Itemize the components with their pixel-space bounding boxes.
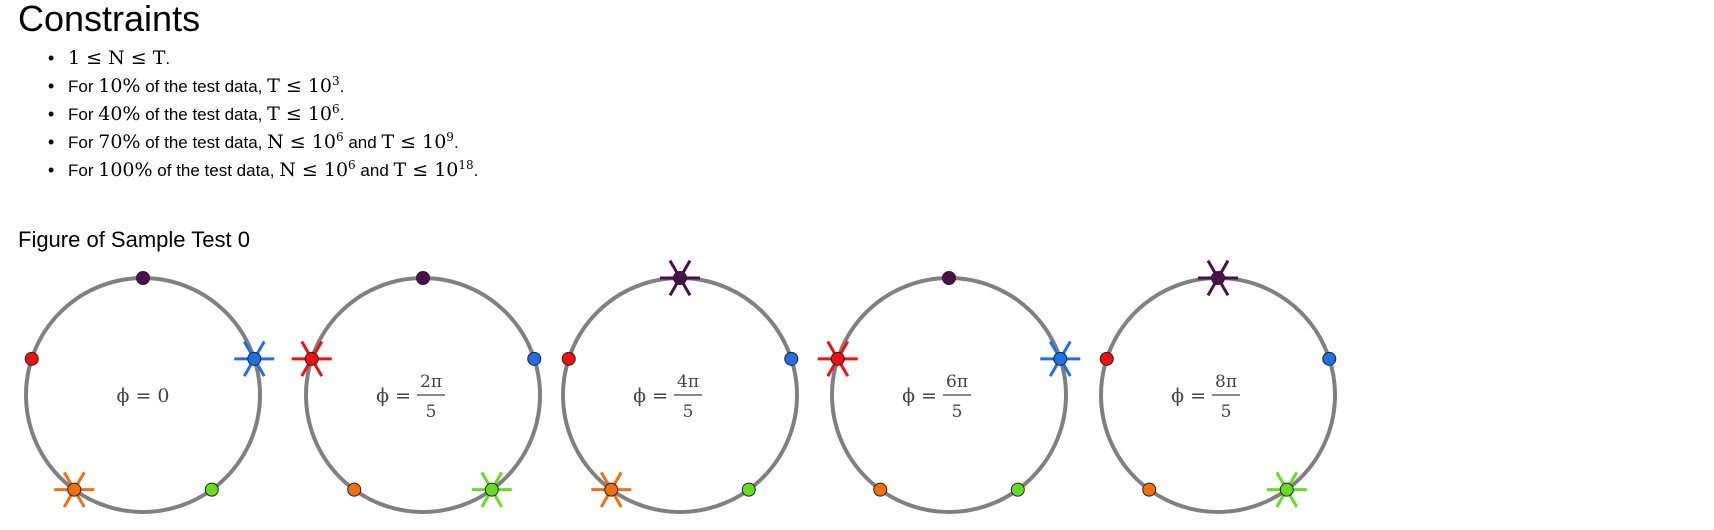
- constraint-item: For 40% of the test data, T ≤ 106.: [48, 100, 478, 128]
- math-expression: 1 ≤ N ≤ T: [68, 47, 166, 69]
- point-orange: [347, 482, 362, 497]
- point-blue: [1322, 351, 1337, 366]
- point-red: [561, 351, 576, 366]
- point-green: [741, 482, 756, 497]
- phi-numerator: 2π: [420, 372, 442, 392]
- point-red: [24, 351, 39, 366]
- constraint-item: 1 ≤ N ≤ T.: [48, 44, 478, 72]
- phi-label: ϕ =: [902, 385, 937, 407]
- point-green: [204, 482, 219, 497]
- math-expression: T ≤ 106: [267, 102, 340, 125]
- math-expression: T ≤ 109: [381, 130, 454, 153]
- phi-label: ϕ = 0: [116, 385, 169, 407]
- math-expression: N ≤ 106: [279, 158, 356, 181]
- point-orange: [67, 482, 82, 497]
- phi-label: ϕ =: [376, 385, 411, 407]
- constraints-list: 1 ≤ N ≤ T. For 10% of the test data, T ≤…: [48, 44, 478, 184]
- point-blue: [527, 351, 542, 366]
- constraint-item: For 100% of the test data, N ≤ 106 and T…: [48, 156, 478, 184]
- point-orange: [873, 482, 888, 497]
- point-purple: [942, 271, 956, 285]
- phi-denominator: 5: [1221, 402, 1232, 422]
- point-purple: [416, 271, 430, 285]
- constraint-item: For 70% of the test data, N ≤ 106 and T …: [48, 128, 478, 156]
- phi-denominator: 5: [683, 402, 694, 422]
- phi-denominator: 5: [952, 402, 963, 422]
- point-blue: [247, 351, 262, 366]
- point-green: [1010, 482, 1025, 497]
- point-green: [1279, 482, 1294, 497]
- point-blue: [784, 351, 799, 366]
- phi-numerator: 6π: [946, 372, 968, 392]
- point-orange: [1142, 482, 1157, 497]
- phi-denominator: 5: [426, 402, 437, 422]
- point-red: [304, 351, 319, 366]
- point-purple: [136, 271, 150, 285]
- point-green: [484, 482, 499, 497]
- phi-numerator: 4π: [677, 372, 699, 392]
- phi-label: ϕ =: [633, 385, 668, 407]
- circle-panel: ϕ = 4π 5: [561, 259, 799, 514]
- point-orange: [604, 482, 619, 497]
- math-expression: T ≤ 1018: [393, 158, 474, 181]
- percentage: 70%: [98, 131, 141, 153]
- percentage: 10%: [98, 75, 141, 97]
- math-expression: T ≤ 103: [267, 74, 340, 97]
- circle-panel: ϕ = 2π 5: [291, 271, 542, 514]
- phi-label: ϕ =: [1171, 385, 1206, 407]
- circle-panel: ϕ = 8π 5: [1099, 259, 1337, 514]
- percentage: 100%: [98, 159, 153, 181]
- point-red: [1099, 351, 1114, 366]
- circle-panel: ϕ = 6π 5: [817, 271, 1081, 514]
- figure-caption: Figure of Sample Test 0: [18, 227, 250, 252]
- point-blue: [1053, 351, 1068, 366]
- math-expression: N ≤ 106: [267, 130, 344, 153]
- point-red: [830, 351, 845, 366]
- phi-numerator: 8π: [1215, 372, 1237, 392]
- sample-figure: ϕ = 0 ϕ = 2π 5 ϕ = 4π 5 ϕ = 6π 5 ϕ = 8π 5: [24, 259, 1337, 514]
- circle-panel: ϕ = 0: [24, 271, 275, 514]
- constraint-item: For 10% of the test data, T ≤ 103.: [48, 72, 478, 100]
- point-purple: [673, 271, 687, 285]
- percentage: 40%: [98, 103, 141, 125]
- point-purple: [1211, 271, 1225, 285]
- section-title: Constraints: [18, 0, 201, 39]
